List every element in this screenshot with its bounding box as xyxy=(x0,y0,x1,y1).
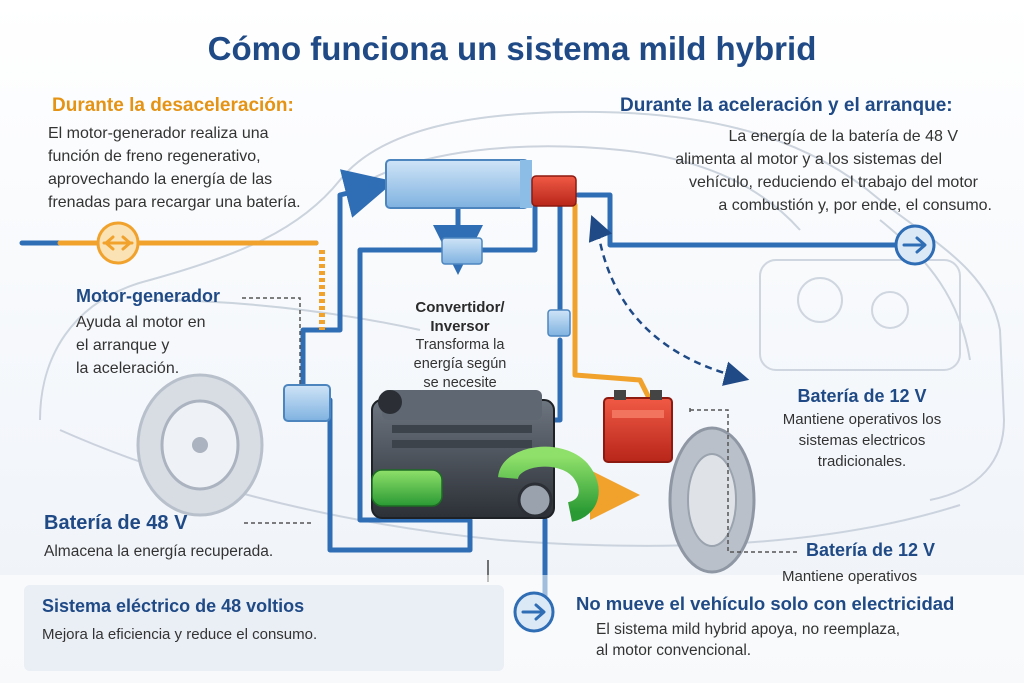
deceleration-line: El motor-generador realiza una xyxy=(48,125,269,142)
battery-12v-upper-line: tradicionales. xyxy=(817,453,907,470)
acceleration-line: a combustión y, por ende, el consumo. xyxy=(718,197,992,214)
battery-12v-upper-label: Batería de 12 V Mantiene operativos los … xyxy=(752,383,972,472)
sensor-block xyxy=(547,309,571,337)
battery-12v-lower-text: Mantiene operativos xyxy=(782,568,918,585)
dcdc-module xyxy=(531,175,577,207)
motor-generator-text: Ayuda al motor en el arranque y la acele… xyxy=(76,311,206,380)
acceleration-line: alimenta al motor y a los sistemas del xyxy=(675,151,942,168)
dashed-arrow xyxy=(596,231,750,386)
acceleration-line: La energía de la batería de 48 V xyxy=(728,128,958,145)
front-wheel xyxy=(668,426,756,574)
converter-line: Transforma la xyxy=(415,337,505,353)
leader-lines xyxy=(242,297,800,553)
battery-48v-text: Almacena la energía recuperada. xyxy=(44,543,274,560)
system-48v-text: Mejora la eficiencia y reduce el consumo… xyxy=(42,626,318,643)
battery-12v-upper-heading: Batería de 12 V xyxy=(797,386,927,406)
system-48v-heading: Sistema eléctrico de 48 voltios xyxy=(42,596,305,616)
motor-generator-line: Ayuda al motor en xyxy=(76,314,206,331)
no-electric-only-line: El sistema mild hybrid apoya, no reempla… xyxy=(596,621,901,638)
inverter-module xyxy=(385,159,532,209)
acceleration-line: vehículo, reduciendo el trabajo del moto… xyxy=(688,174,978,191)
motor-generator-line: el arranque y xyxy=(76,337,170,354)
converter-line: energía según xyxy=(413,356,507,372)
battery-12v-upper-line: Mantiene operativos los xyxy=(782,411,942,428)
battery-12v xyxy=(603,390,673,463)
converter-label: Convertidor/ Inversor Transforma la ener… xyxy=(395,298,525,393)
deceleration-line: frenadas para recargar una batería. xyxy=(48,194,301,211)
converter-line: se necesite xyxy=(423,375,497,391)
left-double-arrow-icon xyxy=(96,221,140,265)
acceleration-text: La energía de la batería de 48 V aliment… xyxy=(675,125,992,217)
converter-heading-line: Inversor xyxy=(430,318,490,335)
deceleration-line: función de freno regenerativo, xyxy=(48,148,261,165)
page-title: Cómo funciona un sistema mild hybrid xyxy=(207,30,817,67)
motor-generator-line: la aceleración. xyxy=(76,360,180,377)
no-electric-only-text: El sistema mild hybrid apoya, no reempla… xyxy=(596,619,900,661)
battery-48v-heading: Batería de 48 V xyxy=(44,512,188,534)
no-electric-only-heading: No mueve el vehículo solo con electricid… xyxy=(576,593,955,614)
bottom-arrow-circle-icon xyxy=(513,591,555,633)
system-48v-panel xyxy=(24,585,504,671)
converter-heading-line: Convertidor/ xyxy=(415,299,505,316)
battery-48v-block xyxy=(283,384,331,422)
battery-12v-lower-heading: Batería de 12 V xyxy=(806,540,936,560)
engine-bay-ghost xyxy=(759,259,961,371)
battery-12v-upper-line: sistemas electricos xyxy=(798,432,926,449)
right-arrow-circle-icon xyxy=(894,224,936,266)
no-electric-only-line: al motor convencional. xyxy=(596,642,752,659)
deceleration-text: El motor-generador realiza una función d… xyxy=(48,122,301,214)
acceleration-heading: Durante la aceleración y el arranque: xyxy=(620,95,953,116)
engine xyxy=(371,390,599,522)
deceleration-heading: Durante la desaceleración: xyxy=(52,95,294,116)
deceleration-line: aprovechando la energía de las xyxy=(48,171,273,188)
motor-generator-heading: Motor-generador xyxy=(76,286,220,306)
dashed-arrow-head xyxy=(588,215,613,243)
rear-wheel xyxy=(136,373,264,517)
converter-block xyxy=(441,237,483,265)
